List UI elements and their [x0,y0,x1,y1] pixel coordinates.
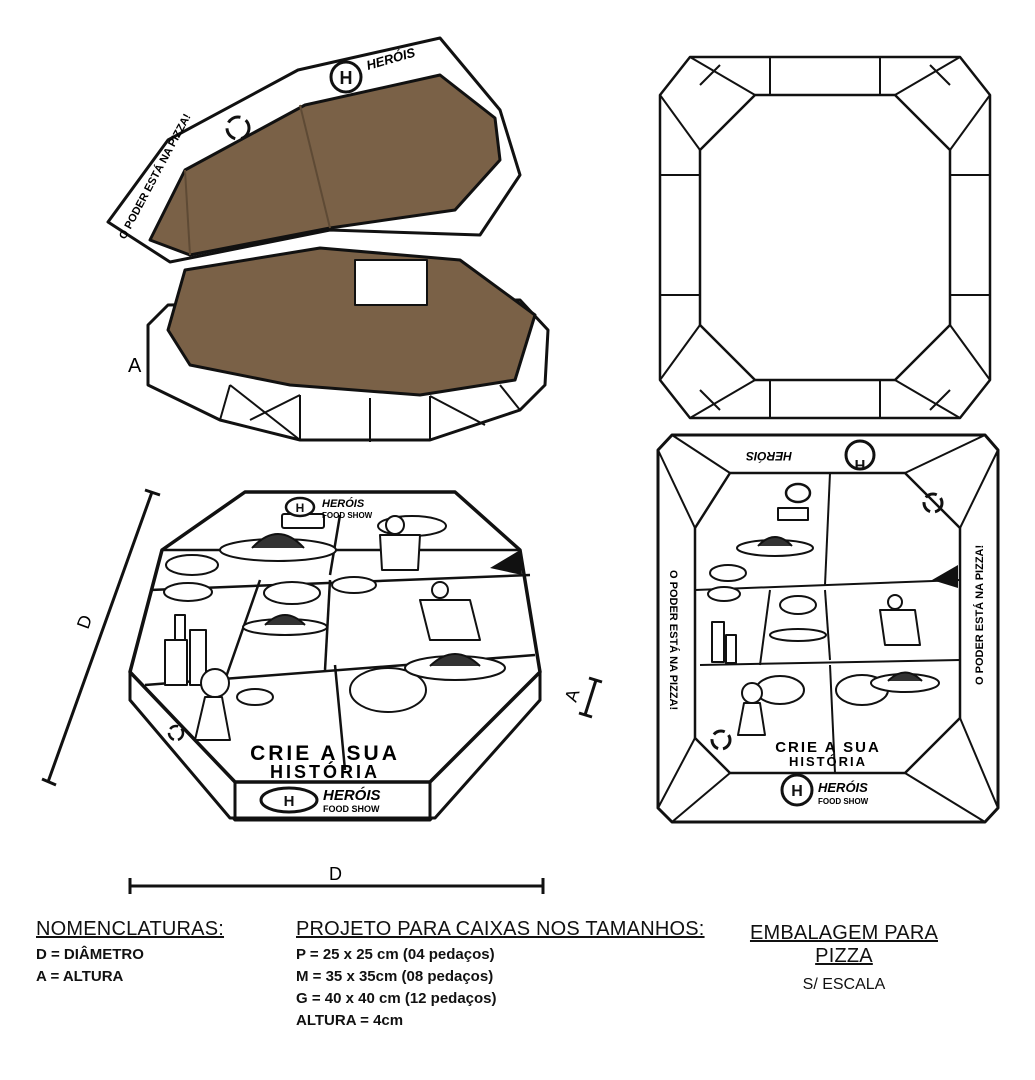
closed-box-recycle-icon [167,724,185,742]
size-item: M = 35 x 35cm (08 pedaços) [296,968,494,985]
skyline [164,614,207,686]
flat-lid-tagline-1: CRIE A SUA [775,739,881,756]
base-window [354,259,428,306]
closed-box-illustration: H H [128,490,542,822]
nomenclature-item: A = ALTURA [36,968,124,985]
svg-text:H: H [791,783,803,800]
lid-logo-icon: H [329,60,363,94]
diameter-label-diagonal: D [73,612,96,631]
flat-lid-tagline-2: HISTÓRIA [789,754,867,769]
closed-box-logo-side-text-2: FOOD SHOW [323,804,380,814]
flat-lid-logo-top-text: HERÓIS [746,449,792,464]
height-dimension [578,676,603,719]
nomenclature-title: NOMENCLATURAS: [36,918,225,940]
flat-lid-logo-bottom-text-2: FOOD SHOW [818,797,869,806]
flat-lid-logo-bottom-icon: H [780,773,814,807]
svg-text:H: H [284,793,295,810]
size-item: P = 25 x 25 cm (04 pedaços) [296,946,495,963]
packaging-block: EMBALAGEM PARA PIZZA S/ ESCALA [728,922,960,994]
packaging-title: EMBALAGEM PARA PIZZA [749,922,939,967]
diameter-label-horizontal: D [329,864,342,884]
flat-lid-logo-bottom-text: HERÓIS [818,780,868,795]
flat-lid-recycle-icon-top [922,492,944,514]
closed-box-logo-top-text: HERÓIS [322,497,365,510]
flat-lid-print: H H [656,433,1000,824]
closed-box-logo-top-text-2: FOOD SHOW [322,511,373,520]
recycle-icon [225,115,251,141]
project-sizes-block: PROJETO PARA CAIXAS NOS TAMANHOS: P = 25… [296,918,705,1029]
packaging-scale: S/ ESCALA [802,976,886,993]
comic-figures [194,515,481,741]
speech-balloons [163,513,447,713]
size-item: G = 40 x 40 cm (12 pedaços) [296,990,497,1007]
ufo-icon [219,533,506,681]
height-label-closed: A [561,687,584,705]
size-item: ALTURA = 4cm [296,1012,404,1029]
closed-box-logo-side-text: HERÓIS [323,786,381,804]
closed-box-tagline-2: HISTÓRIA [270,761,380,782]
flat-lid-recycle-icon-bottom [710,729,732,751]
nomenclature-block: NOMENCLATURAS: D = DIÂMETRO A = ALTURA [36,918,224,985]
flat-tray-outline [658,55,992,420]
project-title: PROJETO PARA CAIXAS NOS TAMANHOS: [296,918,705,940]
svg-text:H: H [340,68,353,88]
nomenclature-item: D = DIÂMETRO [36,946,144,963]
closed-box-tagline-1: CRIE A SUA [250,742,400,765]
diameter-dimension-horizontal [128,878,545,894]
open-box-illustration: H [106,36,550,442]
open-box-height-label: A [128,355,142,377]
closed-box-side-logo-icon: H [259,786,319,814]
closed-box-top-logo-icon: H [284,496,316,518]
diameter-dimension-diagonal [41,488,161,787]
svg-text:H: H [855,456,866,473]
flat-lid-logo-top-icon: H [844,439,876,473]
flat-lid-slogan-right: O PODER ESTÁ NA PIZZA! [973,545,986,685]
tray-inner [698,93,952,382]
base-floor [166,246,537,397]
flat-lid-logo-inner-icon [784,482,812,504]
flat-lid-slogan-left: O PODER ESTÁ NA PIZZA! [667,570,680,710]
svg-text:H: H [296,501,305,515]
